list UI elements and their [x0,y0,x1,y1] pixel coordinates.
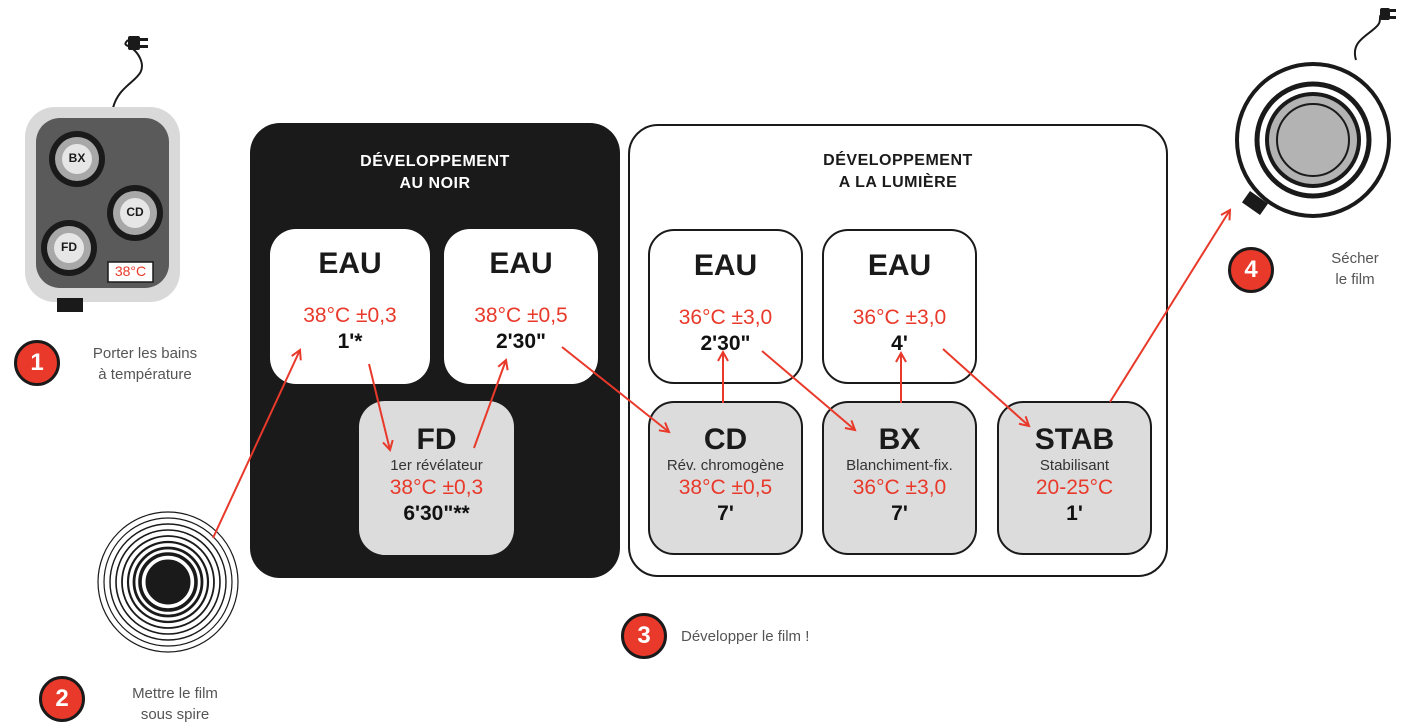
step-2-label: Mettre le film sous spire [132,685,218,723]
chromogenic-developer-name: CD [703,423,748,456]
bleach-fix-time: 7' [891,502,908,525]
water-bath-1-temp: 38°C ±0,3 [303,304,397,327]
water-bath-4-temp: 36°C ±3,0 [852,306,947,329]
water-bath-3-temp: 36°C ±3,0 [678,306,773,329]
step-1-badge: 1 [14,340,60,386]
water-bath-3: EAU 36°C ±3,0 2'30" [648,229,803,384]
water-bath-3-time: 2'30" [700,332,751,355]
first-developer-desc: 1er révélateur [390,457,483,474]
device-bx-label: BX [68,151,86,165]
arrow-eau3-to-bx [761,350,855,430]
device-cable [112,39,143,109]
device-temp-display: 38°C [114,263,147,279]
water-bath-4-time: 4' [891,332,908,355]
chromogenic-developer-temp: 38°C ±0,5 [678,476,773,499]
water-bath-2: EAU 38°C ±0,5 2'30" [444,229,598,384]
bleach-fix-desc: Blanchiment-fix. [846,457,953,474]
arrow-spiral-to-eau1 [212,350,300,539]
water-bath-2-name: EAU [489,247,553,280]
first-developer-time: 6'30"** [403,502,470,525]
stabilizer-temp: 20-25°C [1035,476,1114,499]
water-bath-1-name: EAU [318,247,382,280]
light-development-panel: DÉVELOPPEMENT A LA LUMIÈRE [628,124,1168,577]
arrow-stab-to-dryer [1109,210,1230,403]
bleach-fix-name: BX [878,423,921,456]
step-3-badge: 3 [621,613,667,659]
step-2-badge: 2 [39,676,85,722]
arrow-fd-to-eau2 [473,360,506,449]
device-cd-label: CD [126,205,144,219]
step-4-badge: 4 [1228,247,1274,293]
first-developer-temp: 38°C ±0,3 [389,476,484,499]
bleach-fix-temp: 36°C ±3,0 [852,476,947,499]
device-fd-label: FD [61,240,77,254]
film-spiral-icon [97,511,239,653]
plug-icon [128,36,148,50]
chromogenic-developer-bath: CD Rév. chromogène 38°C ±0,5 7' [648,401,803,555]
chromogenic-developer-desc: Rév. chromogène [666,457,785,474]
dryer-icon [1235,8,1396,218]
dark-panel-title: DÉVELOPPEMENT AU NOIR [360,153,510,192]
stabilizer-name: STAB [1034,423,1115,456]
water-bath-2-temp: 38°C ±0,5 [474,304,568,327]
heater-device-icon [25,107,180,312]
light-panel-title: DÉVELOPPEMENT A LA LUMIÈRE [823,152,973,191]
water-bath-2-time: 2'30" [496,330,546,353]
first-developer-name: FD [416,423,457,456]
step-4-label: Sécher le film [1331,250,1379,288]
water-bath-3-name: EAU [693,249,758,282]
step-1-label: Porter les bains à température [92,345,198,383]
arrow-eau1-to-fd [368,363,390,450]
step-3-label: Développer le film ! [681,628,810,645]
arrow-eau2-to-cd [561,346,669,432]
stabilizer-desc: Stabilisant [1039,457,1110,474]
water-bath-1-time: 1'* [337,330,363,353]
arrow-eau4-to-stab [942,348,1029,426]
chromogenic-developer-time: 7' [717,502,734,525]
water-bath-4-name: EAU [867,249,932,282]
stabilizer-time: 1' [1066,502,1083,525]
